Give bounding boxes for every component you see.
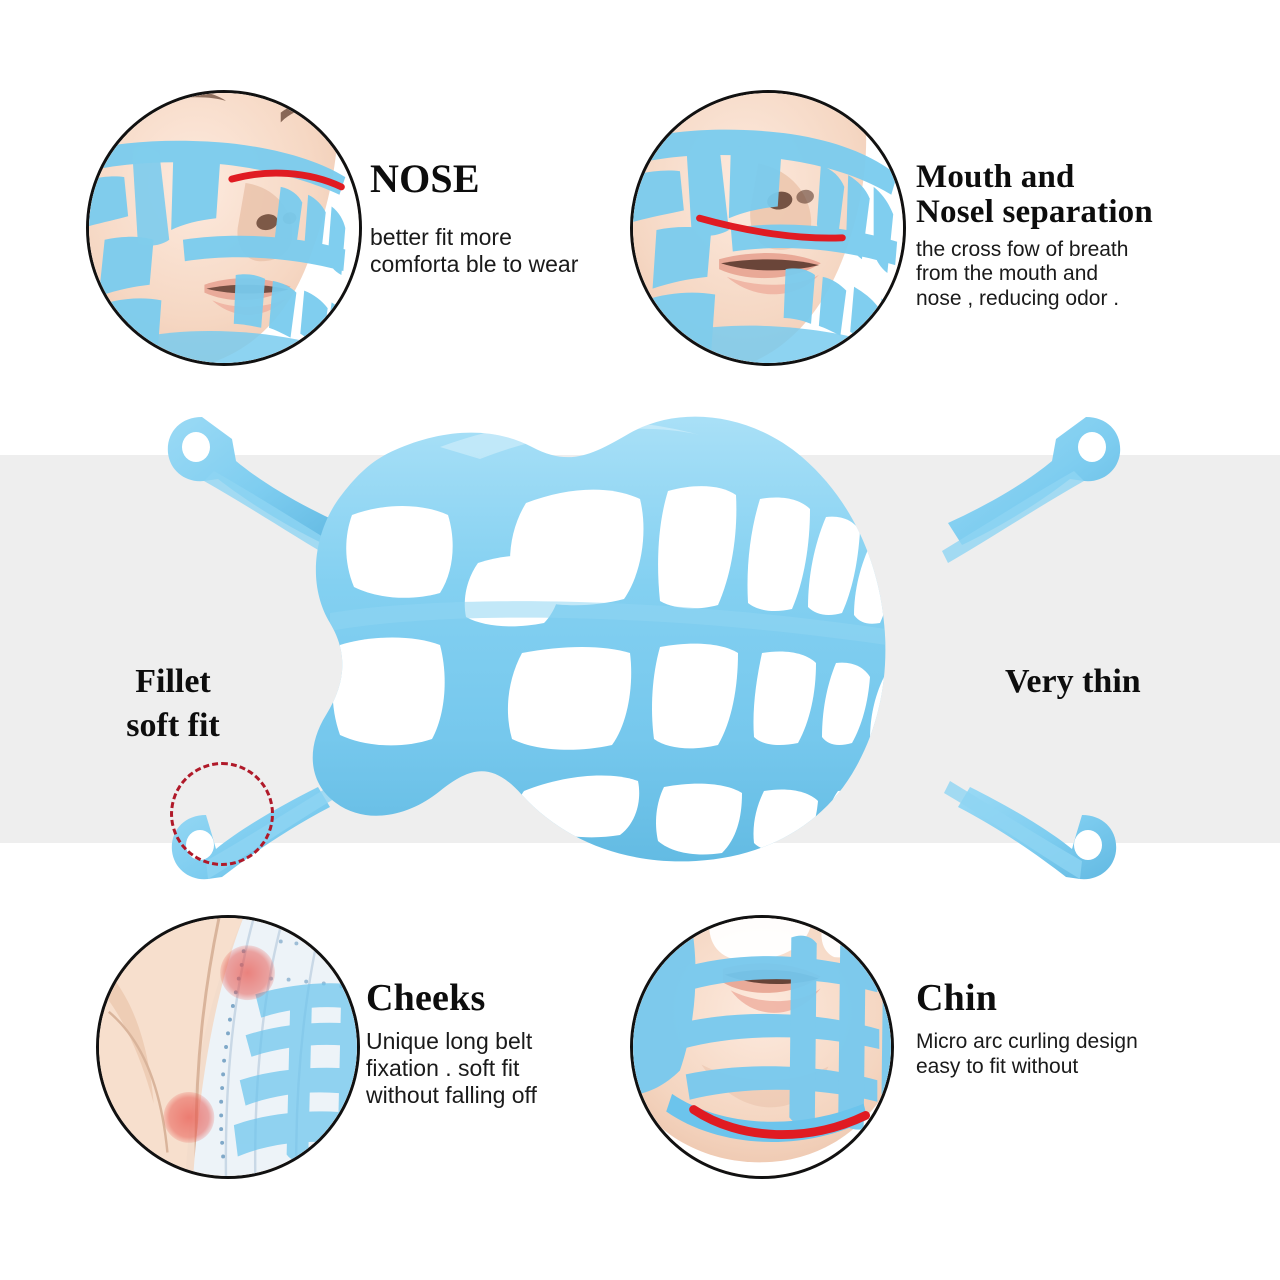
feature-cheeks-body: Unique long belt fixation . soft fit wit…	[366, 1028, 537, 1108]
red-separation-line	[696, 214, 846, 242]
feature-nose-heading: NOSE	[370, 156, 480, 201]
silicone-mask-bracket	[140, 395, 1150, 895]
feature-nose-text: NOSE better fit more comforta ble to wea…	[370, 156, 640, 278]
feature-mouth-nose-heading: Mouth and Nosel separation	[916, 159, 1153, 230]
feature-chin-heading: Chin	[916, 977, 998, 1019]
red-chin-arc	[689, 1105, 870, 1139]
red-contact-dot-top	[220, 945, 275, 1001]
feature-cheeks-text: Cheeks Unique long belt fixation . soft …	[366, 978, 646, 1108]
photo-mouth-nose-separation	[630, 90, 906, 366]
feature-mouth-nose-text: Mouth and Nosel separation the cross fow…	[916, 160, 1236, 311]
feature-nose-body: better fit more comforta ble to wear	[370, 224, 579, 278]
label-fillet-soft-fit: Fillet soft fit	[126, 663, 220, 744]
feature-chin-text: Chin Micro arc curling design easy to fi…	[916, 978, 1236, 1079]
fillet-annotation-circle	[170, 762, 274, 866]
red-contact-dot-bottom	[163, 1091, 215, 1143]
label-very-thin: Very thin	[1005, 663, 1141, 700]
feature-mouth-nose-body: the cross fow of breath from the mouth a…	[916, 237, 1129, 310]
red-nose-line	[228, 169, 345, 191]
feature-chin-body: Micro arc curling design easy to fit wit…	[916, 1030, 1138, 1078]
photo-cheeks-mask	[96, 915, 360, 1179]
photo-chin-arc	[630, 915, 894, 1179]
feature-cheeks-heading: Cheeks	[366, 977, 486, 1019]
photo-nose-profile	[86, 90, 362, 366]
